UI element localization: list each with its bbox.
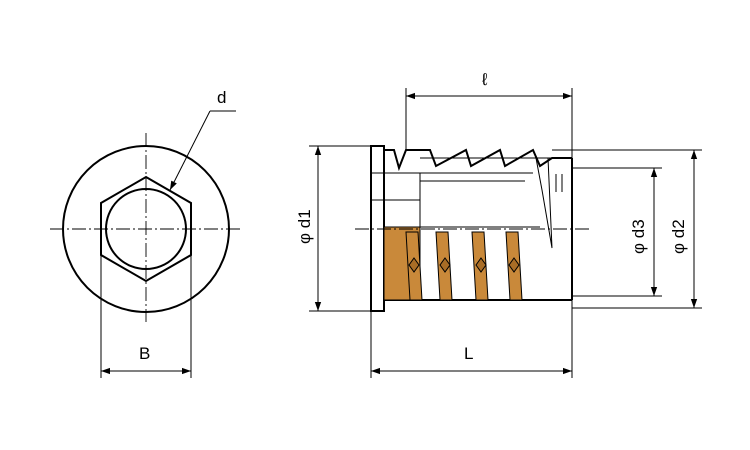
side-view: ℓ L φ d1 φ d3 φ d2: [295, 70, 702, 378]
label-L: L: [464, 344, 473, 363]
label-d: d: [217, 88, 226, 107]
thread-tooth-1-outline: [405, 231, 423, 301]
label-phi-d2: φ d2: [669, 219, 688, 254]
flange-outline: [370, 145, 385, 312]
thread-section-lower: [383, 226, 523, 301]
thread-profile-top: [384, 148, 572, 172]
label-l-small: ℓ: [481, 70, 488, 89]
label-phi-d3: φ d3: [629, 219, 648, 254]
thread-crest-4-outline: [508, 257, 520, 273]
thread-crest-2-outline: [439, 257, 451, 273]
thread-crest-1-outline: [408, 257, 420, 273]
d-leader-arrow: [169, 110, 211, 191]
label-phi-d1: φ d1: [295, 209, 314, 244]
slit: [535, 157, 553, 249]
thread-tooth-3-outline: [471, 231, 489, 301]
thread-tooth-2-outline: [435, 231, 453, 301]
thread-crest-3-outline: [475, 257, 487, 273]
label-b: B: [139, 344, 150, 363]
end-view: d B: [50, 88, 242, 378]
thread-tooth-4-outline: [505, 231, 523, 301]
hex-socket: [100, 175, 192, 283]
